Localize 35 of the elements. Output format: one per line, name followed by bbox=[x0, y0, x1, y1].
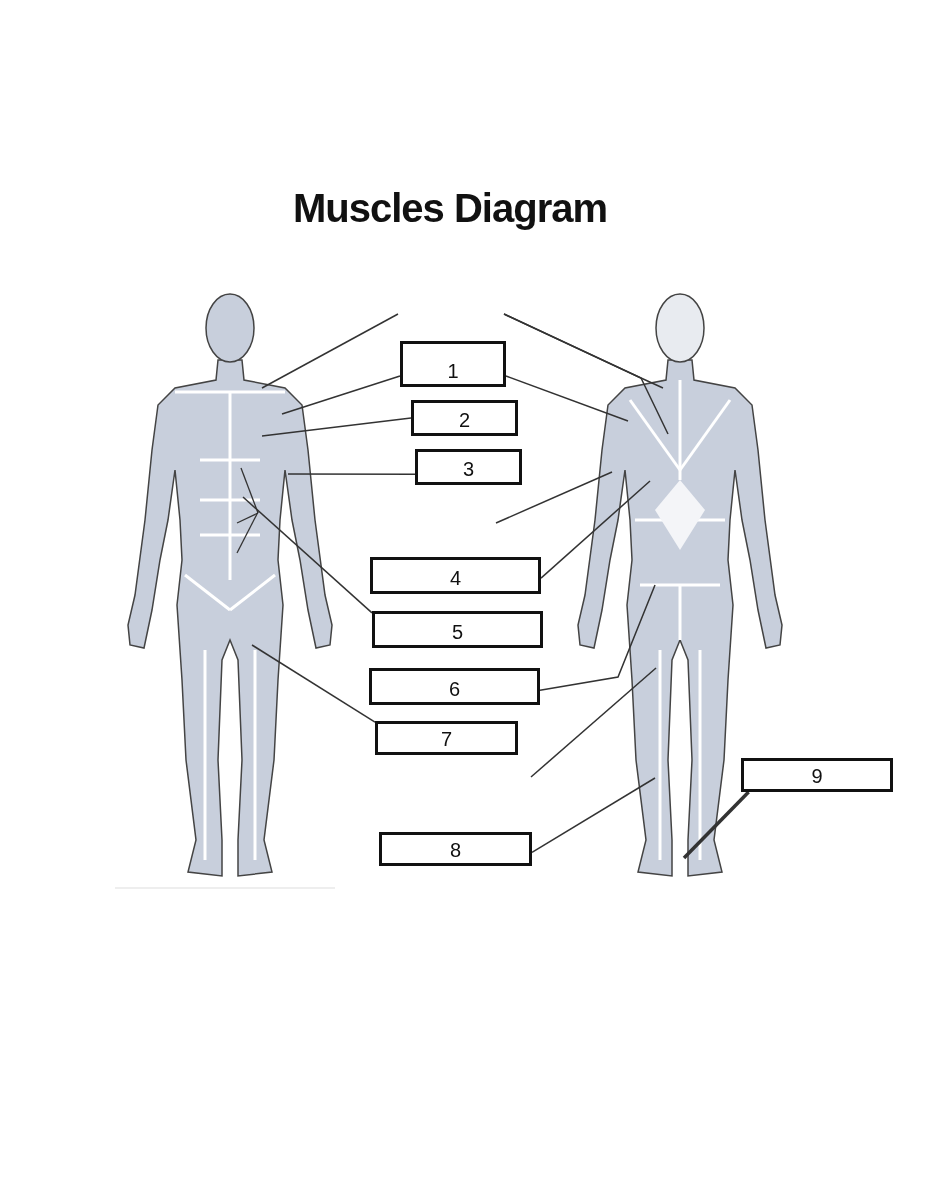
label-box bbox=[369, 668, 540, 705]
callout-number: 4 bbox=[449, 567, 462, 589]
leader-line bbox=[682, 790, 750, 860]
callout-number: 6 bbox=[448, 678, 461, 700]
leader-line bbox=[261, 313, 399, 389]
callout-number: 3 bbox=[462, 458, 475, 480]
leader-line bbox=[530, 667, 657, 778]
label-box bbox=[415, 449, 522, 485]
callout-number: 5 bbox=[451, 621, 464, 643]
label-box bbox=[411, 400, 518, 436]
callout-number: 2 bbox=[458, 409, 471, 431]
callout-number: 1 bbox=[447, 360, 459, 382]
leader-line bbox=[251, 644, 376, 723]
label-box bbox=[372, 611, 543, 648]
callout-number: 7 bbox=[440, 728, 453, 750]
leader-line bbox=[531, 777, 656, 854]
leader-line bbox=[505, 375, 629, 422]
front-body-drawing bbox=[127, 293, 333, 877]
label-box bbox=[741, 758, 893, 792]
leader-line bbox=[503, 313, 669, 435]
callout-number: 9 bbox=[811, 765, 823, 787]
back-body-drawing bbox=[577, 293, 783, 877]
label-box bbox=[400, 341, 506, 387]
leader-line bbox=[261, 417, 412, 437]
leader-line bbox=[287, 473, 416, 475]
callout-number: 8 bbox=[449, 839, 462, 861]
leader-line bbox=[242, 496, 373, 614]
label-box bbox=[375, 721, 518, 755]
diagram-title: Muscles Diagram bbox=[292, 186, 608, 231]
leader-line bbox=[539, 584, 656, 691]
leader-line bbox=[495, 471, 613, 524]
label-box bbox=[370, 557, 541, 594]
leader-line bbox=[281, 375, 401, 415]
leader-line bbox=[540, 480, 651, 579]
label-box bbox=[379, 832, 532, 866]
